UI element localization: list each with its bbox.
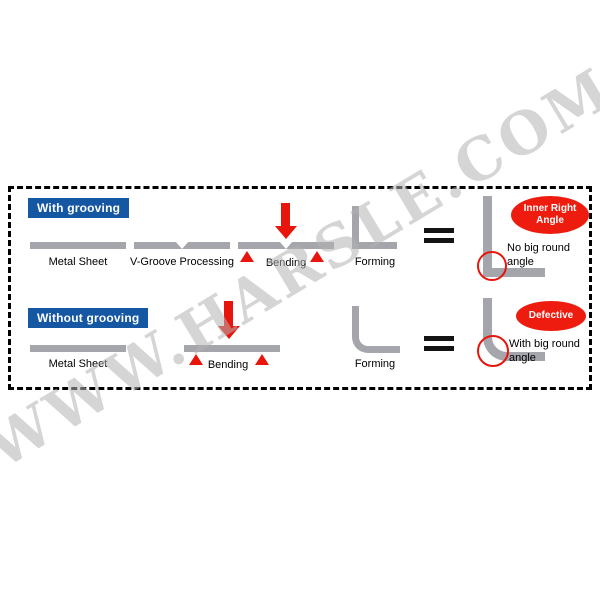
- without-grooving-heading: Without grooving: [28, 308, 149, 328]
- equals-sign: [424, 336, 454, 341]
- bending-bar-plain: [184, 345, 280, 352]
- defective-badge: Defective: [516, 301, 586, 331]
- metal-sheet-bar: [30, 345, 126, 352]
- corner-highlight-circle: [477, 335, 509, 367]
- press-down-arrowhead-icon: [218, 326, 240, 339]
- bending-label: Bending: [207, 359, 249, 371]
- die-support-triangle-icon: [255, 354, 269, 365]
- bending-label: Bending: [265, 257, 307, 269]
- metal-sheet-bar: [30, 242, 126, 249]
- formed-sheet-round-shape: [352, 306, 400, 353]
- result-corner-round-shape: [483, 298, 545, 361]
- v-notch-icon: [279, 241, 293, 249]
- result-note: With big round angle: [509, 338, 580, 365]
- result-corner-sharp-shape: [483, 196, 545, 277]
- equals-sign: [424, 346, 454, 351]
- forming-label: Forming: [354, 358, 396, 370]
- metal-sheet-label: Metal Sheet: [48, 358, 108, 370]
- die-support-triangle-icon: [310, 251, 324, 262]
- die-support-triangle-icon: [240, 251, 254, 262]
- bending-bar-grooved: [238, 241, 334, 249]
- formed-sheet-sharp-shape: [352, 206, 397, 249]
- v-groove-label: V-Groove Processing: [130, 256, 234, 268]
- inner-right-angle-badge: Inner Right Angle: [511, 196, 589, 234]
- v-groove-bar: [134, 241, 230, 249]
- v-notch-icon: [175, 241, 189, 249]
- press-down-arrow-icon: [281, 203, 290, 226]
- forming-label: Forming: [354, 256, 396, 268]
- corner-highlight-circle: [477, 251, 507, 281]
- equals-sign: [424, 238, 454, 243]
- with-grooving-heading: With grooving: [28, 198, 130, 218]
- diagram-frame: [8, 186, 592, 390]
- result-note: No big round angle: [507, 242, 570, 269]
- equals-sign: [424, 228, 454, 233]
- press-down-arrow-icon: [224, 301, 233, 326]
- die-support-triangle-icon: [189, 354, 203, 365]
- metal-sheet-label: Metal Sheet: [48, 256, 108, 268]
- press-down-arrowhead-icon: [275, 226, 297, 239]
